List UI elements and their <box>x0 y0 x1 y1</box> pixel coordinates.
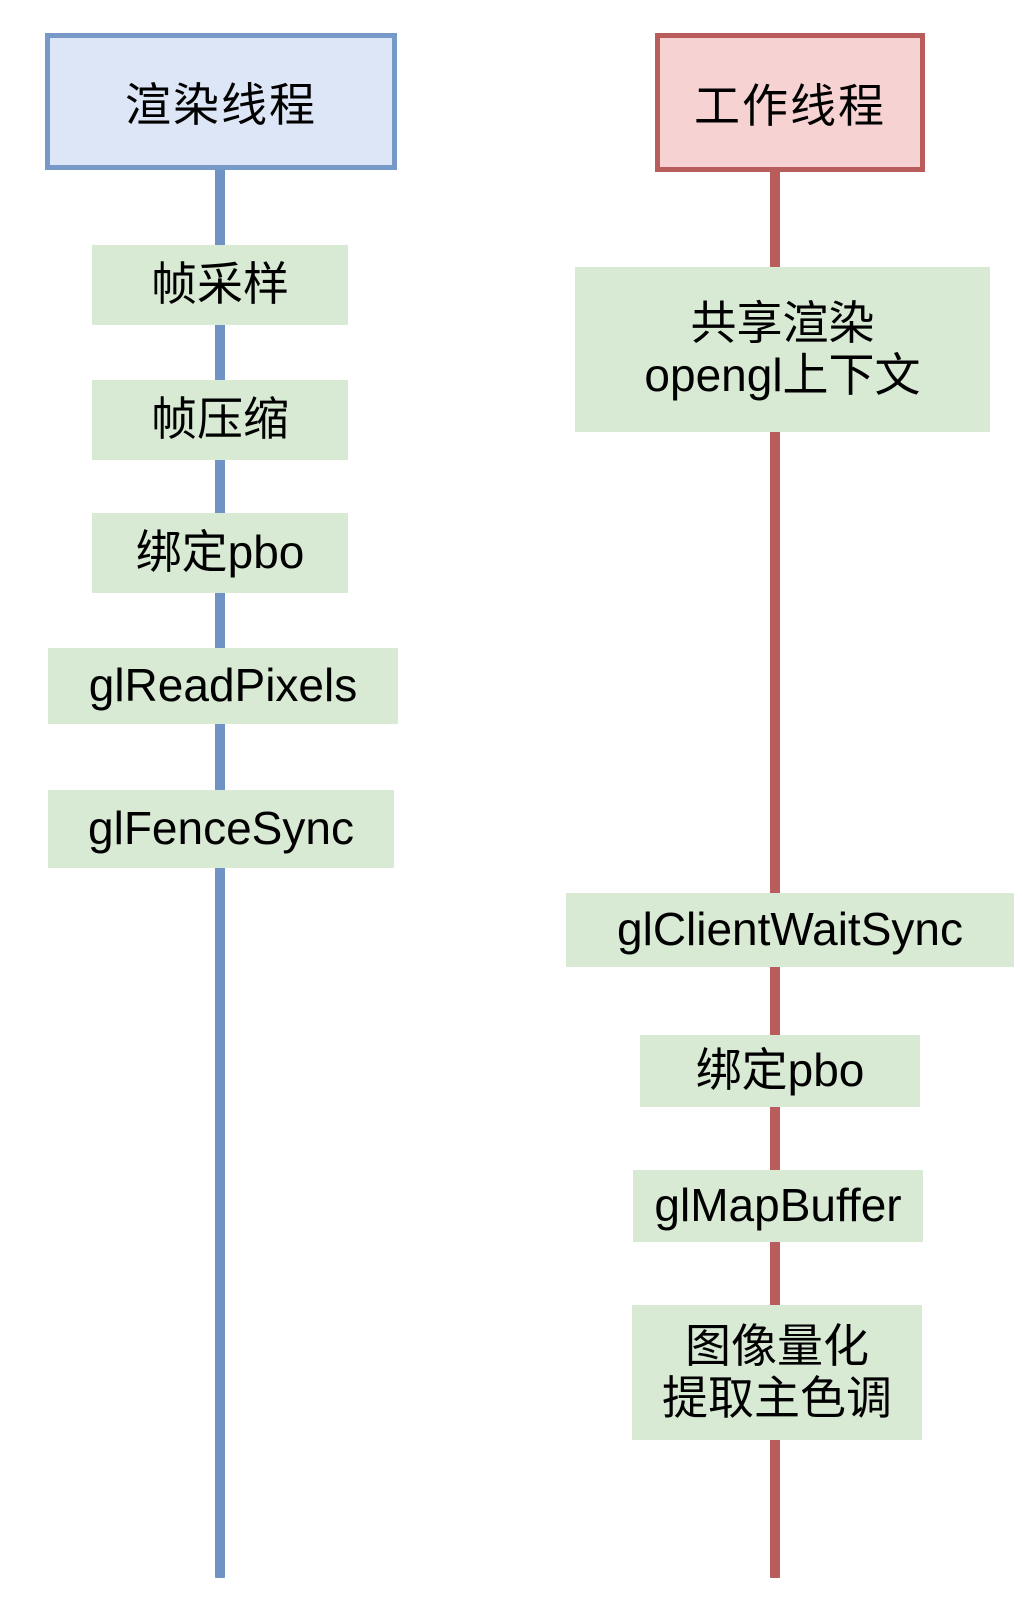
step-shared-gl-context-line1: 共享渲染 <box>690 296 875 349</box>
step-gl-map-buffer: glMapBuffer <box>633 1170 923 1242</box>
step-image-quantize-line2: 提取主色调 <box>662 1371 892 1424</box>
step-image-quantize: 图像量化 提取主色调 <box>632 1305 922 1440</box>
step-image-quantize-line1: 图像量化 <box>685 1319 869 1372</box>
lane-header-render-thread: 渲染线程 <box>45 33 397 170</box>
step-shared-gl-context: 共享渲染 opengl上下文 <box>575 267 990 432</box>
render-thread-lifeline <box>215 168 225 1578</box>
step-gl-read-pixels: glReadPixels <box>48 648 398 724</box>
step-shared-gl-context-line2: opengl上下文 <box>644 348 921 401</box>
worker-thread-lifeline <box>770 170 780 1578</box>
lane-header-worker-thread: 工作线程 <box>655 33 925 172</box>
step-frame-compress: 帧压缩 <box>92 380 348 460</box>
step-frame-sample: 帧采样 <box>92 245 348 325</box>
step-gl-fence-sync: glFenceSync <box>48 790 394 868</box>
step-gl-client-wait-sync: glClientWaitSync <box>566 893 1014 967</box>
step-bind-pbo-render: 绑定pbo <box>92 513 348 593</box>
step-bind-pbo-worker: 绑定pbo <box>640 1035 920 1107</box>
